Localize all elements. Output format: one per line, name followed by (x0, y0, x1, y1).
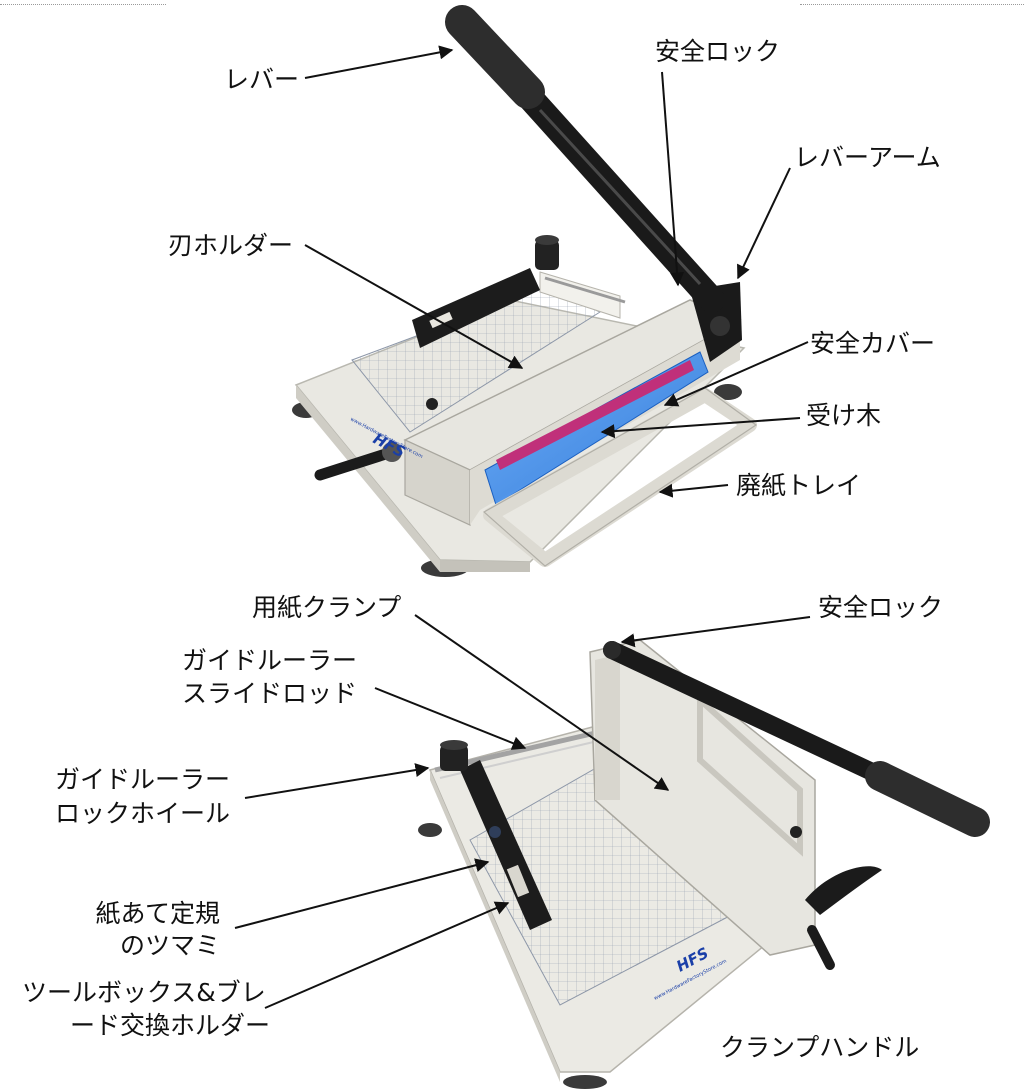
upper-base-edge (440, 560, 530, 572)
arrow-lever-arm (737, 167, 791, 280)
arrow-blade-holder (304, 244, 524, 369)
upper-lock-wheel-top (535, 235, 559, 245)
lower-foot (418, 823, 442, 837)
label-lever: レバー (224, 65, 300, 94)
lower-lock-wheel-top (440, 740, 468, 750)
arrow-toolbox (264, 901, 510, 1009)
lower-lever (603, 641, 909, 794)
lower-clamp-handle (805, 866, 882, 915)
label-waste-tray: 廃紙トレイ (736, 471, 862, 500)
label-toolbox-line2: ード交換ホルダー (70, 1011, 271, 1040)
label-cutting-stick: 受け木 (806, 401, 882, 430)
arrow-cutting-stick (600, 417, 801, 439)
arrow-safety-lock-bottom (620, 616, 811, 648)
label-guide-wheel-line2: ロックホイール (55, 799, 231, 828)
label-knob-line2: のツマミ (119, 931, 220, 960)
lower-blade-housing-face (595, 654, 620, 800)
label-safety-lock-top: 安全ロック (655, 37, 781, 66)
label-lever-arm: レバーアーム (794, 143, 941, 172)
arrow-knob (234, 858, 490, 929)
arrow-safety-cover (663, 341, 809, 407)
upper-screw (426, 398, 438, 410)
top-left-dotted-divider (0, 4, 166, 5)
upper-cutting-stick (496, 360, 694, 470)
lower-clamp-crank (807, 925, 835, 970)
label-toolbox-line1: ツールボックス&ブレ (22, 978, 266, 1007)
upper-paper-cutter: HFS www.HardwareFactoryStore.com (292, 5, 758, 577)
arrow-lever (304, 45, 454, 79)
lower-base-edge (430, 770, 560, 1082)
label-paper-clamp: 用紙クランプ (252, 593, 402, 622)
label-guide-rod-line2: スライドロッド (182, 679, 358, 708)
label-guide-rod-line1: ガイドルーラー (182, 646, 358, 675)
upper-blade-holder (412, 268, 540, 348)
upper-waste-tray (483, 388, 757, 567)
lower-guide-screw (489, 826, 501, 838)
lower-paper-cutter: HFS www.HardwareFactoryStore.com (418, 639, 990, 1089)
label-safety-lock-bottom: 安全ロック (818, 593, 944, 622)
upper-holder-label (429, 311, 453, 329)
lower-guide-label (506, 864, 530, 898)
upper-lever-grip (445, 5, 545, 109)
arrow-safety-lock-top (661, 71, 685, 287)
arrow-paper-clamp (414, 614, 670, 791)
upper-foot (714, 384, 742, 400)
upper-lever-pivot (710, 316, 730, 336)
label-knob-line1: 紙あて定規 (95, 899, 220, 928)
upper-lock-wheel (535, 240, 559, 270)
upper-guide-rod (544, 276, 626, 304)
label-guide-wheel-line1: ガイドルーラー (55, 765, 231, 794)
top-right-dotted-divider (800, 4, 1024, 5)
arrow-guide-rod (374, 687, 527, 750)
upper-lever-highlight (538, 108, 702, 286)
lower-back-guide (460, 760, 552, 930)
upper-clamp-knob (382, 442, 402, 462)
label-clamp-handle: クランプハンドル (720, 1033, 920, 1062)
lower-lever-pivot (603, 641, 621, 659)
lower-lever-grip (865, 761, 990, 837)
lower-safety-rail (697, 693, 803, 857)
upper-clamp-handle (314, 446, 398, 481)
label-safety-cover: 安全カバー (810, 329, 936, 358)
leader-lines (234, 45, 811, 1009)
arrow-waste-tray (658, 483, 729, 498)
lower-screw (790, 826, 802, 838)
arrow-guide-wheel (244, 763, 430, 799)
upper-base-edge (296, 385, 440, 572)
lower-lock-wheel (440, 745, 468, 771)
lower-foot (563, 1075, 607, 1089)
label-blade-holder: 刃ホルダー (168, 231, 294, 260)
